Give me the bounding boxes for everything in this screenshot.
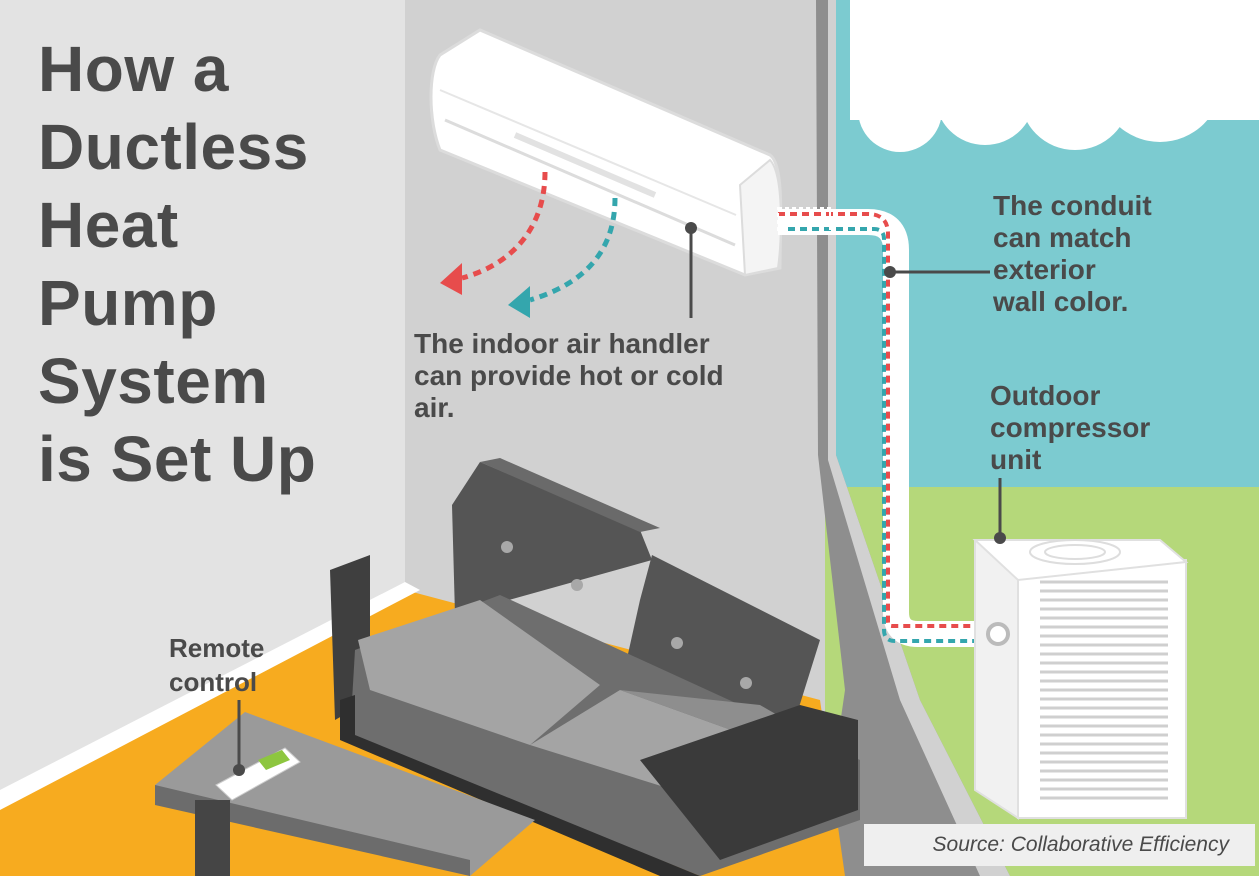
title-line: Pump (38, 267, 218, 339)
sofa (330, 458, 860, 876)
leader-dots (233, 222, 1006, 776)
conduit (777, 207, 1005, 647)
label-line: The conduit (993, 190, 1152, 221)
label-line: The indoor air handler (414, 328, 710, 359)
baseboard (0, 582, 420, 810)
indoor-air-handler-label: The indoor air handler can provide hot o… (414, 328, 724, 424)
label-line: can provide hot or cold (414, 360, 724, 391)
label-line: wall color. (993, 286, 1129, 317)
leader-lines (237, 228, 1002, 770)
title-line: Heat (38, 189, 179, 261)
compressor-label: Outdoor compressor unit (990, 380, 1150, 476)
label-line: unit (990, 444, 1042, 475)
title-line: System (38, 345, 269, 417)
label-line: compressor (990, 412, 1151, 443)
label-line: Outdoor (990, 380, 1101, 411)
remote-control-label: Remote control (169, 631, 264, 699)
label-line: can match (993, 222, 1132, 253)
label-line: air. (414, 392, 455, 423)
title-line: Ductless (38, 111, 309, 183)
label-line: exterior (993, 254, 1096, 285)
title-line: How a (38, 33, 229, 105)
label-line: control (169, 667, 258, 697)
wall-edge-inner (828, 0, 1010, 876)
wall-edge (816, 0, 1010, 876)
source-credit: Source: Collaborative Efficiency (864, 824, 1255, 866)
hot-air-arrow (440, 171, 548, 295)
cold-air-arrow (508, 197, 618, 318)
label-line: Remote (169, 633, 265, 663)
coffee-table (155, 712, 535, 876)
remote-control (215, 747, 301, 801)
title: How a Ductless Heat Pump System is Set U… (38, 30, 316, 498)
outdoor-compressor-unit (972, 539, 1189, 820)
title-line: is Set Up (38, 423, 317, 495)
cloud (850, 0, 1259, 152)
conduit-label: The conduit can match exterior wall colo… (993, 190, 1152, 318)
